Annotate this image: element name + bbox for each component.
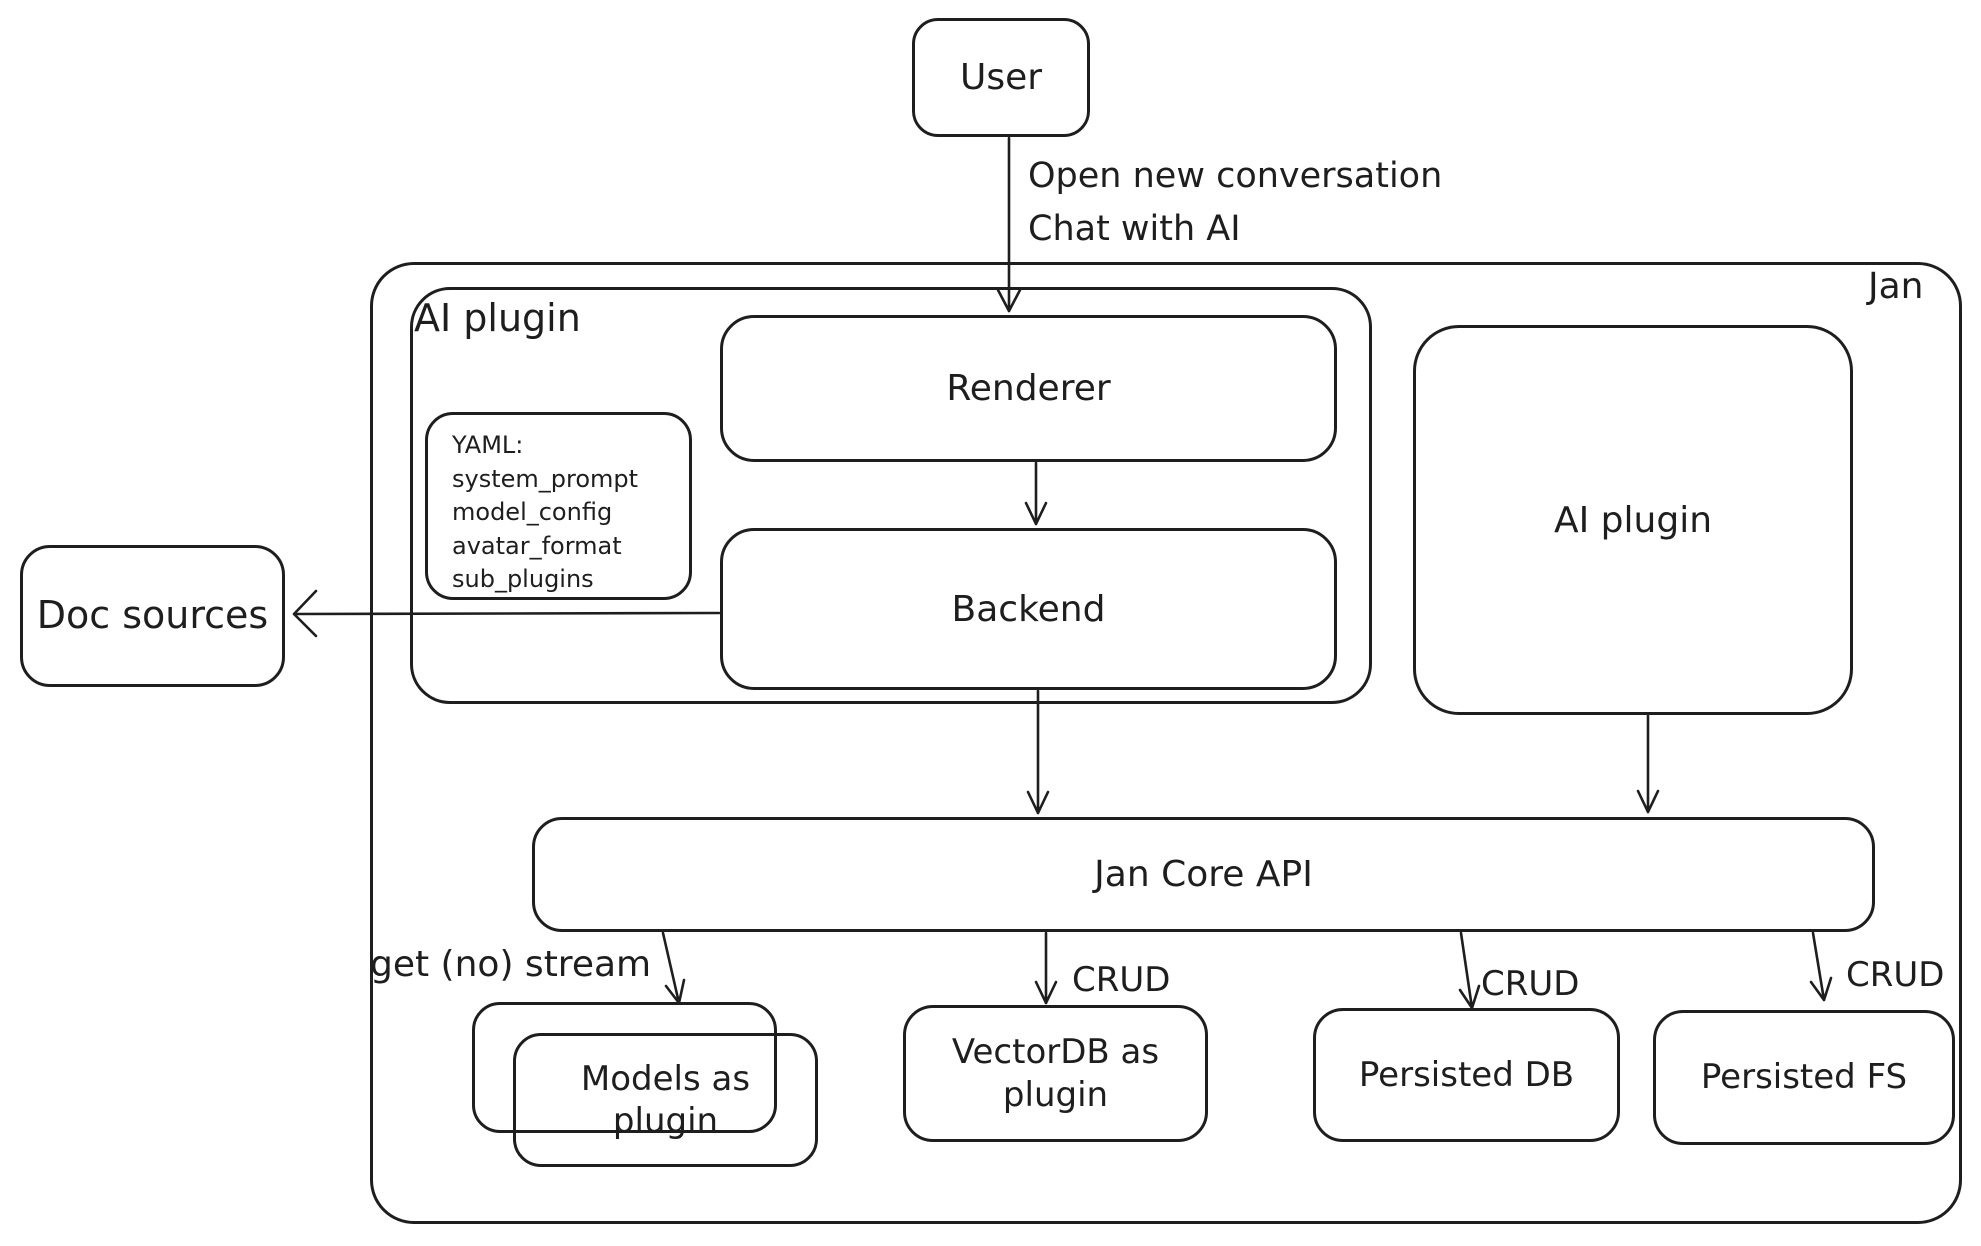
user-edge-label-line2: Chat with AI <box>1028 208 1241 249</box>
ai-plugin-container <box>410 287 1372 704</box>
yaml-line: sub_plugins <box>452 565 594 594</box>
models-label: Models as plugin <box>580 1058 751 1142</box>
yaml-note: YAML: system_prompt model_config avatar_… <box>425 412 692 600</box>
edge-label-crud-persisted-db: CRUD <box>1481 964 1580 1004</box>
jan-label: Jan <box>1868 266 1924 307</box>
jan-container <box>370 262 1962 1224</box>
yaml-line: model_config <box>452 498 613 527</box>
yaml-line: system_prompt <box>452 464 639 493</box>
persisted-fs-box: Persisted FS <box>1653 1010 1955 1145</box>
ai-plugin-box-label: AI plugin <box>1553 499 1713 541</box>
edge-label-crud-persisted-fs: CRUD <box>1846 955 1945 995</box>
doc-sources-label: Doc sources <box>36 593 269 638</box>
vectordb-box: VectorDB as plugin <box>903 1005 1208 1142</box>
yaml-line: YAML: <box>452 431 524 459</box>
jan-core-api-bar: Jan Core API <box>532 817 1875 932</box>
renderer-label: Renderer <box>946 368 1111 409</box>
backend-box: Backend <box>720 528 1337 690</box>
yaml-line: avatar_format <box>452 531 622 560</box>
vectordb-label: VectorDB as plugin <box>951 1032 1160 1115</box>
ai-plugin-container-label: AI plugin <box>414 296 581 340</box>
edge-label-get-no-stream: get (no) stream <box>370 944 652 985</box>
persisted-db-box: Persisted DB <box>1313 1008 1620 1142</box>
user-edge-label: Open new conversation Chat with AI <box>1028 150 1442 255</box>
jan-core-api-label: Jan Core API <box>1094 854 1313 895</box>
persisted-fs-label: Persisted FS <box>1700 1057 1908 1098</box>
renderer-box: Renderer <box>720 315 1337 462</box>
user-edge-label-line1: Open new conversation <box>1028 156 1443 196</box>
persisted-db-label: Persisted DB <box>1358 1054 1575 1095</box>
edge-label-crud-vectordb: CRUD <box>1072 960 1171 1000</box>
doc-sources-box: Doc sources <box>20 545 285 687</box>
backend-label: Backend <box>951 588 1106 630</box>
models-box: Models as plugin <box>513 1033 818 1167</box>
user-box: User <box>912 18 1090 137</box>
ai-plugin-box: AI plugin <box>1413 325 1853 715</box>
user-label: User <box>959 57 1043 98</box>
models-back-box <box>472 1002 777 1133</box>
